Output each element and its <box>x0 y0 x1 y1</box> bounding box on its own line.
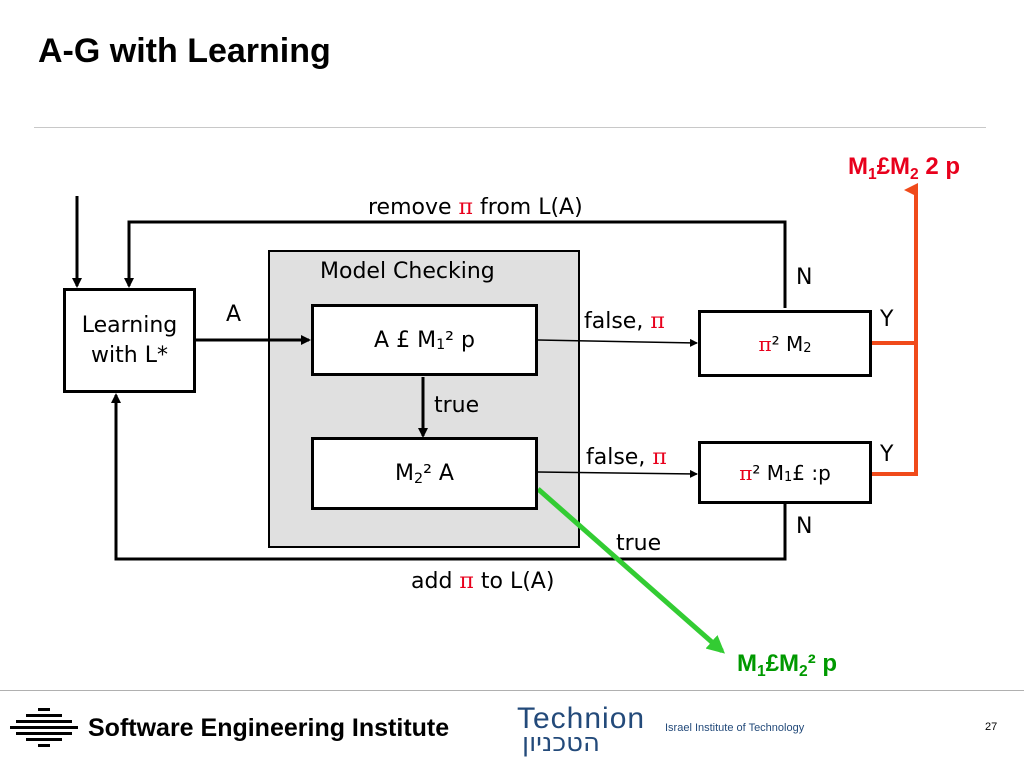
result-green-m1: M <box>737 650 757 677</box>
add-post: to L(A) <box>473 569 555 594</box>
Y-connector <box>871 192 918 476</box>
A-label: A <box>226 302 242 327</box>
add-loop <box>111 393 787 561</box>
add-pre: add <box>411 569 460 594</box>
true-inner-label: true <box>434 393 480 418</box>
result-red-s2: 2 <box>910 166 919 184</box>
title-divider <box>34 127 986 128</box>
result-green-s1: 1 <box>757 663 766 681</box>
box-top-sub: 1 <box>436 337 446 353</box>
false-bottom-text: false, <box>586 445 653 470</box>
check-top-sub: 2 <box>803 340 812 356</box>
result-red: M1£M2 2 p <box>848 153 961 184</box>
technion-logo: Technion <box>517 702 646 735</box>
remove-pre: remove <box>368 195 459 220</box>
result-green-post: ² p <box>807 650 838 677</box>
result-green-mid: £M <box>765 650 800 677</box>
result-green-s2: 2 <box>799 663 808 681</box>
N-bottom-label: N <box>796 514 813 539</box>
false-top-label: false, π <box>584 309 665 334</box>
model-checking-label: Model Checking <box>320 259 495 284</box>
check-bottom-mid: ² M <box>752 460 784 485</box>
box-bottom-sub: 2 <box>414 470 424 487</box>
false-bottom-pi: π <box>652 445 667 470</box>
sei-name: Software Engineering Institute <box>88 714 450 742</box>
remove-loop <box>124 220 787 308</box>
remove-label: remove π from L(A) <box>368 195 583 220</box>
Y-top-label: Y <box>880 307 894 332</box>
check-top-pi: π <box>758 331 772 356</box>
box-top-prefix: A £ M <box>374 327 437 353</box>
learning-box: Learning with L* <box>63 288 196 393</box>
remove-pi: π <box>458 195 474 220</box>
result-red-s1: 1 <box>868 166 877 184</box>
false-bottom-arrow <box>537 469 698 478</box>
false-top-pi: π <box>650 309 665 334</box>
N-top-label: N <box>796 265 813 290</box>
remove-post: from L(A) <box>473 195 583 220</box>
check-bottom-pi: π <box>739 460 753 485</box>
false-top-arrow <box>537 338 698 347</box>
result-red-post: 2 p <box>918 153 961 180</box>
false-top-text: false, <box>584 309 651 334</box>
box-bottom-suffix: ² A <box>423 461 454 486</box>
technion-hebrew-logo: הטכניון <box>522 728 600 758</box>
result-green: M1£M2² p <box>737 650 838 681</box>
add-label: add π to L(A) <box>411 569 554 594</box>
result-red-m1: M <box>848 153 868 180</box>
technion-subtitle: Israel Institute of Technology <box>665 722 805 734</box>
check-bottom-suffix: £ :p <box>792 460 831 485</box>
footer-divider <box>0 690 1024 691</box>
true-outer-arrow <box>536 487 726 654</box>
Y-bottom-label: Y <box>880 442 894 467</box>
false-bottom-label: false, π <box>586 445 667 470</box>
result-red-mid: £M <box>876 153 911 180</box>
slide-title: A-G with Learning <box>38 32 331 70</box>
true-outer-label: true <box>616 531 662 556</box>
add-pi: π <box>459 569 474 594</box>
sei-logo-icon <box>10 708 78 747</box>
learning-line1: Learning <box>81 312 178 338</box>
learning-line2: with L* <box>91 342 168 368</box>
box-bottom-prefix: M <box>395 461 414 486</box>
box-top-suffix: ² p <box>445 327 475 353</box>
check-bottom-sub: 1 <box>784 469 793 485</box>
check-top-mid: ² M <box>771 331 804 356</box>
page-number: 27 <box>985 721 998 733</box>
